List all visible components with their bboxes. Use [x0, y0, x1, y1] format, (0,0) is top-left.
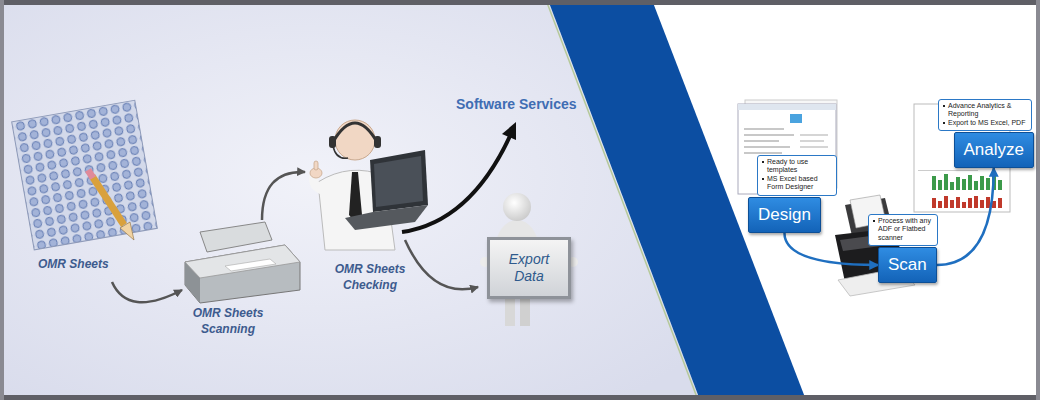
- node-text: Export to MS Excel, PDF: [942, 119, 1028, 127]
- frame: [0, 0, 4, 400]
- scanner: [185, 222, 300, 303]
- form-screenshot: [738, 100, 837, 194]
- step-label: OMR Sheets Checking: [328, 262, 412, 293]
- flow-arrow: [262, 172, 305, 220]
- callout-note: Process with any ADF or Flatbed scanner: [868, 214, 938, 246]
- step-box: Design: [748, 197, 821, 233]
- export-board: Export Data: [487, 237, 571, 299]
- node-text: Advance Analytics & Reporting: [942, 102, 1028, 119]
- flow-connector: [784, 233, 878, 265]
- frame: [0, 0, 1040, 5]
- node-text: Process with any ADF or Flatbed scanner: [872, 217, 934, 242]
- big-arrow-head: [502, 122, 516, 140]
- frame: [1036, 0, 1040, 400]
- step-box: Scan: [878, 247, 937, 283]
- band-edge: [546, 0, 698, 400]
- flow-arrow: [112, 282, 182, 302]
- big-arrow: [402, 136, 510, 232]
- omr-sheet: [12, 100, 158, 250]
- flow-connector: [937, 168, 994, 265]
- step-box: Analyze: [954, 132, 1034, 168]
- node-text: MS Excel based Form Designer: [761, 175, 833, 192]
- step-label: OMR Sheets Scanning: [186, 306, 270, 337]
- node-text: Design: [758, 205, 811, 225]
- callout-note: Advance Analytics & ReportingExport to M…: [938, 99, 1032, 131]
- flow-arrow: [405, 240, 478, 289]
- pencil: [88, 170, 134, 240]
- step-label: OMR Sheets: [38, 257, 109, 273]
- node-text: Ready to use templates: [761, 158, 833, 175]
- frame: [0, 395, 1040, 400]
- callout-note: Ready to use templatesMS Excel based For…: [757, 155, 837, 196]
- export-figure: [480, 193, 578, 326]
- node-text: Analyze: [964, 140, 1024, 160]
- service-label: Software Services: [456, 95, 577, 113]
- node-text: Scan: [888, 255, 927, 275]
- node-text: Export Data: [494, 251, 564, 286]
